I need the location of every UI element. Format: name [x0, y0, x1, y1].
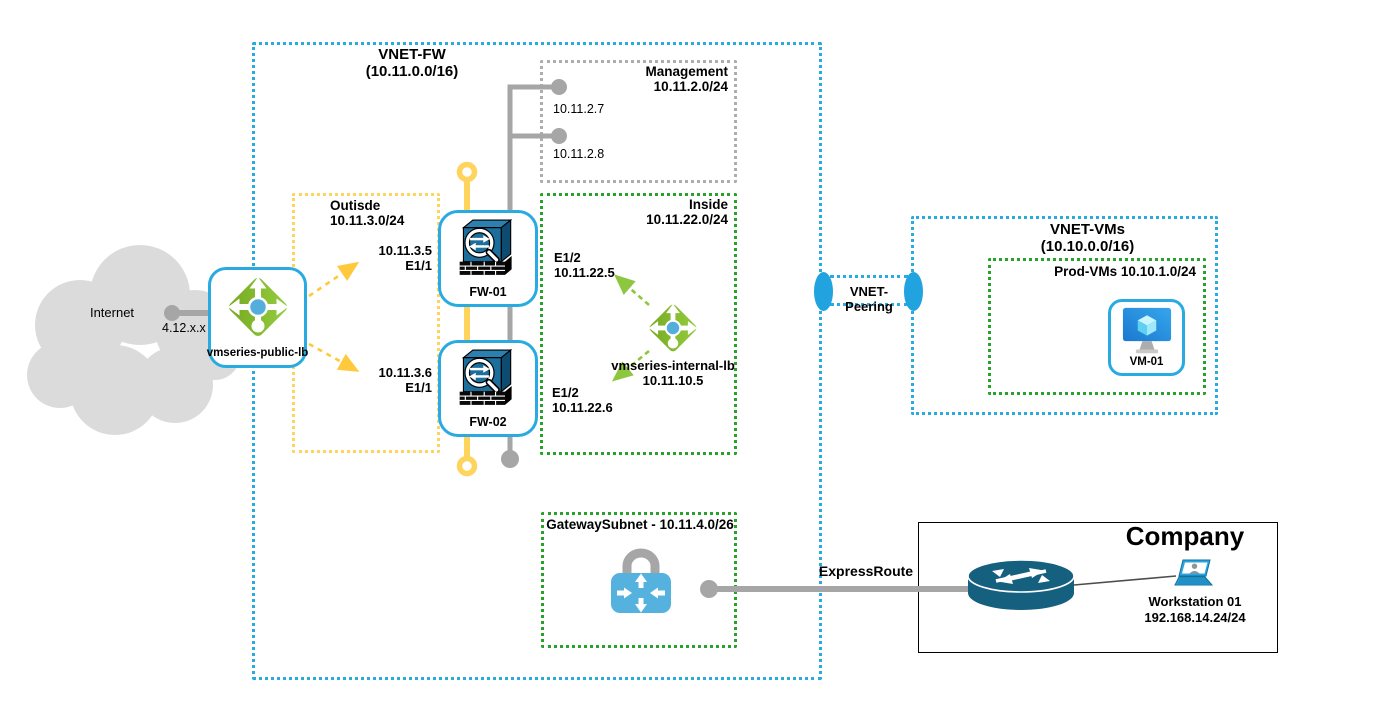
router-arrows	[992, 568, 1050, 584]
fw02-inside-ip: 10.11.22.6	[552, 400, 613, 415]
vm-icon	[1122, 307, 1171, 354]
vm-base	[1135, 349, 1158, 354]
fw02-inside-ip-label: E1/2 10.11.22.6	[552, 385, 644, 415]
vnet-vms-title-cidr: (10.10.0.0/16)	[1040, 238, 1135, 255]
fw02-outside-ip: 10.11.3.6	[378, 365, 433, 380]
expressroute-line	[700, 580, 982, 598]
vm01-caption: VM-01	[1129, 356, 1164, 368]
inside-subnet-box	[540, 193, 737, 455]
management-link-dots	[501, 79, 567, 468]
lock-arrows	[617, 573, 665, 613]
vnet-peering: VNET-Peering	[806, 270, 930, 314]
internal-lb-name: vmseries-internal-lb	[611, 358, 735, 373]
vnet-vms-title: VNET-VMs (10.10.0.0/16)	[960, 221, 1215, 255]
lock-shackle	[622, 548, 660, 579]
internet-label: Internet	[89, 305, 135, 320]
internal-lb-ip: 10.11.10.5	[642, 373, 704, 388]
vpn-gateway-icon	[611, 548, 671, 613]
gateway-subnet-box	[541, 512, 737, 648]
inside-title-name: Inside	[688, 197, 728, 212]
workstation-name: Workstation 01	[1148, 594, 1242, 609]
management-ip2-label: 10.11.2.8	[553, 147, 605, 161]
vnet-vms-title-name: VNET-VMs	[1049, 221, 1125, 238]
workstation-laptop-icon	[1174, 559, 1214, 586]
management-title-name: Management	[645, 64, 728, 79]
router-icon	[967, 559, 1075, 610]
lock-body	[611, 573, 671, 613]
workstation-label: Workstation 01 192.168.14.24/24	[1118, 594, 1272, 625]
public-lb-arrows	[308, 261, 360, 372]
router-workstation-line	[1073, 575, 1177, 586]
vnet-fw-title: VNET-FW (10.11.0.0/16)	[312, 46, 512, 80]
management-title-cidr: 10.11.2.0/24	[653, 79, 728, 94]
management-ip1-label: 10.11.2.7	[553, 102, 605, 116]
internal-lb-icon	[648, 303, 698, 352]
fw01-outside-ip: 10.11.3.5	[378, 243, 433, 258]
fw01-outside-ip-label: 10.11.3.5 E1/1	[340, 243, 433, 273]
fw02-inside-port: E1/2	[552, 385, 579, 400]
management-subnet-box	[540, 60, 737, 183]
fw01-tile: FW-01	[438, 210, 538, 307]
fw01-inside-port: E1/2	[554, 250, 581, 265]
outside-title-cidr: 10.11.3.0/24	[330, 213, 405, 228]
firewall-icon	[459, 348, 513, 405]
inside-title-cidr: 10.11.22.0/24	[646, 212, 728, 227]
gateway-subnet-title: GatewaySubnet - 10.11.4.0/26	[546, 517, 734, 532]
outside-title-name: Outisde	[330, 198, 381, 213]
fw01-outside-port: E1/1	[405, 258, 432, 273]
fw01-inside-ip-label: E1/2 10.11.22.5	[554, 250, 646, 280]
internal-lb-arrows	[611, 274, 650, 382]
vnet-fw-title-cidr: (10.11.0.0/16)	[365, 63, 459, 80]
inside-title: Inside 10.11.22.0/24	[545, 197, 728, 227]
fw02-caption: FW-02	[469, 415, 507, 429]
vnet-fw-title-name: VNET-FW	[378, 46, 446, 63]
management-link-line	[507, 84, 556, 459]
vnet-peering-endpoint-right	[904, 272, 923, 311]
vnet-peering-endpoint-left	[814, 272, 833, 311]
management-title: Management 10.11.2.0/24	[545, 64, 728, 94]
vm-cube	[1137, 315, 1156, 336]
prod-vms-box	[988, 258, 1206, 395]
vnet-peering-label: VNET-Peering	[845, 284, 893, 314]
fw-bricks	[459, 256, 512, 275]
public-lb-caption: vmseries-public-lb	[206, 347, 309, 359]
fw-bricks	[459, 386, 512, 405]
fw-magnifier	[464, 227, 500, 264]
prod-vms-title: Prod-VMs 10.10.1.0/24	[1054, 264, 1196, 279]
vnet-vms-box	[911, 216, 1218, 415]
fw01-inside-ip: 10.11.22.5	[554, 265, 615, 280]
firewall-icon	[459, 218, 513, 275]
internet-cloud-icon	[27, 245, 240, 435]
company-title: Company	[1125, 521, 1245, 551]
fw-magnifier	[464, 357, 500, 394]
outside-title: Outisde 10.11.3.0/24	[330, 198, 450, 228]
expressroute-label: ExpressRoute	[818, 563, 914, 579]
public-lb-tile: vmseries-public-lb	[206, 267, 309, 368]
internet-ip-label: 4.12.x.x	[162, 321, 206, 335]
fw02-outside-ip-label: 10.11.3.6 E1/1	[340, 365, 433, 395]
vm-stand	[1139, 341, 1154, 350]
internet-link-line	[164, 305, 214, 321]
workstation-ip: 192.168.14.24/24	[1144, 609, 1246, 625]
fw02-tile: FW-02	[438, 340, 538, 437]
internal-lb-label: vmseries-internal-lb 10.11.10.5	[597, 358, 749, 388]
load-balancer-icon	[227, 277, 288, 337]
fw02-outside-port: E1/1	[405, 380, 432, 395]
lb-diamond	[227, 277, 288, 337]
vnet-peering-band	[830, 275, 908, 306]
fw01-caption: FW-01	[469, 285, 507, 299]
vm01-tile: VM-01	[1108, 299, 1185, 376]
laptop-user-silhouette	[1189, 563, 1200, 574]
